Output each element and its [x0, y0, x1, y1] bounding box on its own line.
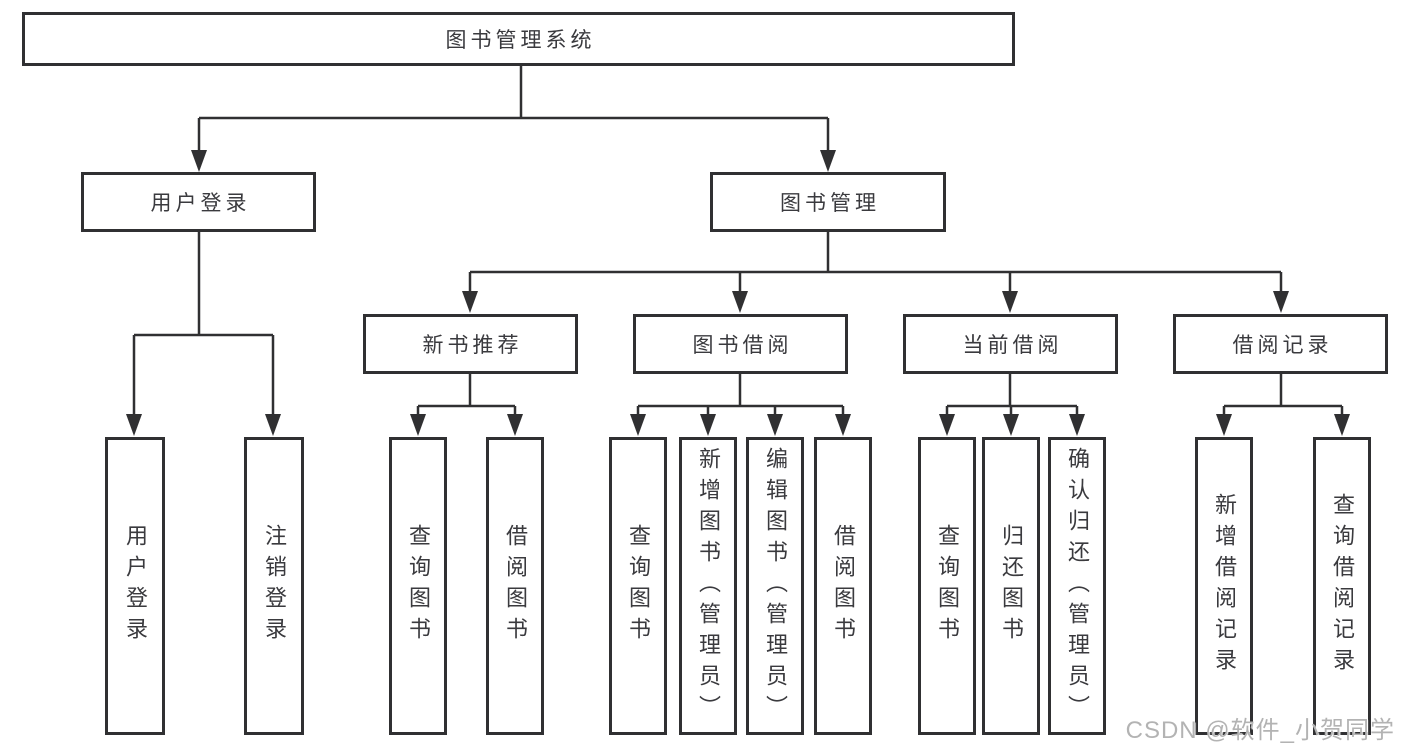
leaf-user-login: 用户登录	[105, 437, 165, 735]
leaf-label: 注销登录	[262, 524, 287, 648]
node-user-login-branch: 用户登录	[81, 172, 316, 232]
leaf-query-books-current: 查询图书	[918, 437, 976, 735]
node-book-borrowing: 图书借阅	[633, 314, 848, 374]
node-current-borrowing: 当前借阅	[903, 314, 1118, 374]
node-label: 用户登录	[150, 192, 251, 215]
node-book-management-branch: 图书管理	[710, 172, 946, 232]
leaf-label: 新增借阅记录	[1212, 493, 1237, 679]
leaf-label: 归还图书	[999, 524, 1024, 648]
node-label: 图书管理系统	[445, 29, 596, 52]
node-label: 借阅记录	[1232, 334, 1333, 357]
leaf-query-borrow-record: 查询借阅记录	[1313, 437, 1371, 735]
node-label: 当前借阅	[962, 334, 1063, 357]
leaf-confirm-return-admin: 确认归还（管理员）	[1048, 437, 1106, 735]
leaf-return-books: 归还图书	[982, 437, 1040, 735]
csdn-watermark: CSDN @软件_小贺同学	[1125, 717, 1395, 744]
leaf-label: 新增图书（管理员）	[696, 446, 721, 726]
node-label: 新书推荐	[422, 334, 523, 357]
leaf-label: 查询图书	[935, 524, 960, 648]
leaf-add-borrow-record: 新增借阅记录	[1195, 437, 1253, 735]
node-new-book-recommend: 新书推荐	[363, 314, 578, 374]
node-label: 图书管理	[780, 192, 880, 215]
leaf-label: 借阅图书	[503, 524, 528, 648]
leaf-label: 借阅图书	[831, 524, 856, 648]
node-borrowing-records: 借阅记录	[1173, 314, 1388, 374]
node-label: 图书借阅	[692, 334, 793, 357]
leaf-query-books-borrowing: 查询图书	[609, 437, 667, 735]
leaf-borrow-books-borrowing: 借阅图书	[814, 437, 872, 735]
leaf-logout: 注销登录	[244, 437, 304, 735]
leaf-label: 查询图书	[626, 524, 651, 648]
leaf-label: 查询借阅记录	[1330, 493, 1355, 679]
node-library-system-root: 图书管理系统	[22, 12, 1015, 66]
leaf-label: 确认归还（管理员）	[1065, 446, 1090, 726]
leaf-add-books-admin: 新增图书（管理员）	[679, 437, 737, 735]
leaf-query-books-recommend: 查询图书	[389, 437, 447, 735]
leaf-label: 用户登录	[123, 524, 148, 648]
leaf-edit-books-admin: 编辑图书（管理员）	[746, 437, 804, 735]
leaf-borrow-books-recommend: 借阅图书	[486, 437, 544, 735]
leaf-label: 查询图书	[406, 524, 431, 648]
leaf-label: 编辑图书（管理员）	[763, 446, 788, 726]
